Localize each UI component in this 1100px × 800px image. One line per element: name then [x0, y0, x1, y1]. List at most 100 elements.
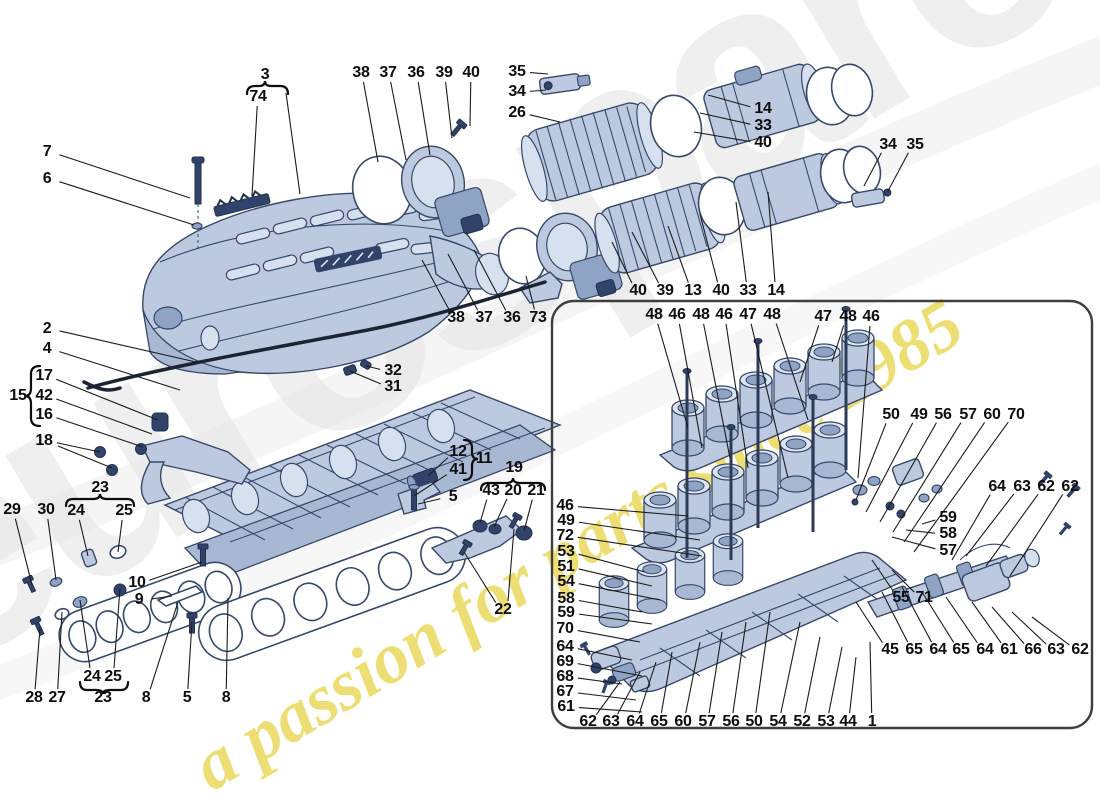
leader-line — [699, 112, 751, 125]
leader-line — [891, 569, 915, 593]
leader-line — [479, 499, 488, 524]
leader-line — [891, 536, 936, 550]
bolt-22a — [458, 539, 473, 557]
clamp-ring-33 — [649, 94, 703, 158]
leader-line — [887, 152, 909, 192]
leader-line — [225, 597, 229, 690]
leader-line — [56, 442, 101, 453]
leader-line — [892, 422, 962, 533]
leader-line — [617, 671, 641, 715]
leader-line — [857, 325, 871, 479]
leader-line — [577, 677, 623, 685]
leader-line — [985, 493, 1039, 567]
bracket-23-bottom — [78, 680, 130, 695]
vacuum-hose-4 — [350, 280, 547, 335]
leader-line — [79, 599, 91, 669]
leader-line — [473, 249, 507, 311]
leader-line — [578, 707, 643, 713]
map-sensor-34-35 — [538, 73, 591, 95]
hose-end — [82, 380, 122, 392]
inset-fuel-rail-assembly — [851, 458, 1081, 618]
leader-line — [149, 561, 203, 581]
leader-line — [881, 591, 909, 643]
map-sensor-34-35b — [850, 188, 892, 208]
bracket-41 — [397, 481, 442, 515]
leader-line — [755, 611, 771, 714]
leader-line — [631, 231, 660, 284]
leader-line — [991, 606, 1025, 644]
nut-16 — [135, 443, 147, 455]
leader-line — [921, 591, 955, 643]
leader-line — [469, 81, 472, 127]
leader-line — [865, 422, 914, 513]
leader-line — [1011, 611, 1047, 645]
mounting-bolt-7 — [191, 156, 205, 252]
leader-line — [707, 94, 751, 108]
leader-line — [780, 621, 801, 714]
leader-line — [869, 641, 873, 714]
leader-line — [56, 417, 144, 448]
bracket-23-top — [64, 493, 136, 508]
leader-line — [56, 398, 153, 435]
leader-line — [879, 422, 937, 523]
leader-line — [703, 323, 731, 459]
leader-line — [693, 131, 751, 143]
spacer-plate-9 — [156, 585, 204, 607]
support-bracket-assembly — [94, 412, 251, 505]
leader-line — [362, 81, 379, 163]
leader-line — [577, 629, 641, 643]
leader-line — [913, 421, 1009, 553]
brace-15 — [24, 364, 42, 428]
leader-line — [971, 601, 1002, 644]
clamp-screw-39-40 — [450, 118, 468, 138]
leader-lines — [14, 72, 1070, 716]
leader-line — [1009, 494, 1064, 577]
leader-line — [57, 611, 63, 690]
leader-line — [251, 105, 258, 197]
leader-line — [187, 621, 193, 690]
leader-line — [578, 521, 701, 541]
leader-line — [905, 529, 936, 534]
bracket-19 — [479, 477, 547, 492]
leader-line — [578, 613, 653, 625]
leader-line — [493, 498, 508, 528]
leader-line — [523, 499, 533, 532]
leader-line — [732, 621, 747, 714]
stud-5-centre — [408, 483, 420, 511]
left-fastener-hardware — [22, 543, 209, 637]
stud-bolt-10 — [197, 543, 209, 567]
leader-line — [699, 213, 719, 283]
leader-line — [685, 641, 701, 714]
leader-line — [578, 583, 661, 601]
leader-line — [529, 72, 549, 75]
leader-line — [903, 422, 986, 543]
pressure-regulator — [959, 543, 1040, 602]
leader-line — [59, 330, 197, 363]
leader-line — [55, 378, 159, 421]
leader-line — [463, 551, 497, 603]
leader-line — [799, 325, 820, 383]
manifold-studs-48 — [685, 310, 848, 560]
leader-line — [365, 365, 381, 370]
leader-line — [413, 474, 448, 497]
ribbed-strip-74 — [213, 189, 271, 217]
bolt-22b — [508, 512, 523, 530]
leader-line — [863, 152, 882, 187]
inset-intake-trumpets — [598, 306, 884, 628]
throttle-body-upper — [400, 145, 490, 238]
bracket-3-74 — [245, 80, 290, 96]
intake-manifold-assembly — [163, 389, 562, 581]
centre-small-parts — [397, 467, 533, 564]
leader-line — [529, 114, 561, 123]
leader-line — [349, 370, 382, 385]
washer-6 — [191, 222, 203, 230]
leader-line — [831, 325, 845, 363]
leader-line — [678, 323, 703, 449]
leader-line — [577, 648, 633, 661]
leader-line — [59, 154, 191, 199]
inset-manifold-body — [579, 551, 908, 695]
vacuum-hose-2 — [86, 331, 354, 390]
leader-line — [529, 89, 547, 92]
leader-line — [417, 81, 431, 156]
